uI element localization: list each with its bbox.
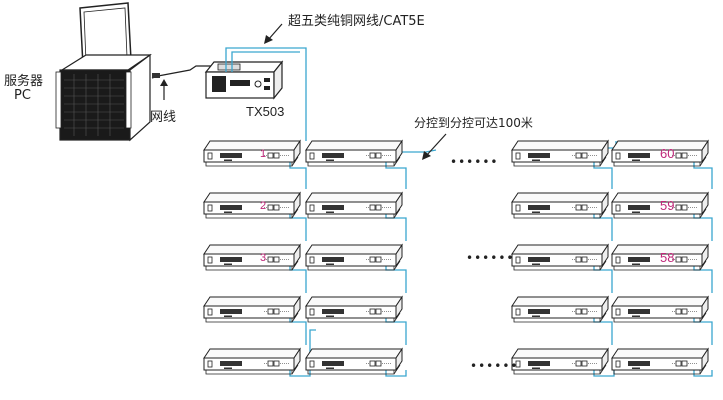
controller-model-label: TX503: [246, 104, 285, 119]
distance-note-label: 分控到分控可达100米: [414, 116, 533, 130]
server-pc-icon: [55, 2, 152, 142]
receiver-unit-icon: [511, 140, 609, 167]
cat5e-arrow-icon: [267, 23, 283, 41]
receiver-unit-icon: [305, 296, 403, 323]
receiver-unit-icon: [203, 348, 301, 375]
unit-number-58: 58: [660, 250, 674, 265]
receiver-unit-icon: [511, 244, 609, 271]
server-label-line1: 服务器: [4, 74, 44, 89]
distance-arrow-icon: [425, 133, 447, 157]
unit-number-1: 1: [260, 148, 266, 160]
server-label-line2: PC: [14, 88, 31, 103]
receiver-unit-icon: [203, 296, 301, 323]
unit-number-2: 2: [260, 200, 266, 212]
cat5e-cable-label: 超五类纯铜网线/CAT5E: [288, 14, 425, 29]
receiver-unit-icon: [511, 348, 609, 375]
unit-number-59: 59: [660, 198, 674, 213]
receiver-unit-icon: [511, 192, 609, 219]
receiver-unit-icon: [611, 296, 709, 323]
receiver-unit-icon: [203, 192, 301, 219]
unit-number-60: 60: [660, 146, 674, 161]
ellipsis-bottom: ••••••: [470, 359, 518, 373]
receiver-unit-icon: [305, 192, 403, 219]
receiver-unit-icon: [305, 244, 403, 271]
ellipsis-top: ••••••: [450, 155, 498, 169]
unit-number-3: 3: [260, 252, 266, 264]
receiver-unit-icon: [203, 140, 301, 167]
receiver-unit-icon: [305, 140, 403, 167]
receiver-unit-grid: [203, 140, 709, 375]
receiver-unit-icon: [511, 296, 609, 323]
sending-controller-icon: [204, 60, 284, 100]
receiver-unit-icon: [611, 348, 709, 375]
receiver-unit-icon: [305, 348, 403, 375]
receiver-unit-icon: [203, 244, 301, 271]
rj45-plug-icon: [152, 73, 160, 78]
network-cable-label: 网线: [150, 110, 177, 125]
ellipsis-middle: ••••••: [466, 251, 514, 265]
